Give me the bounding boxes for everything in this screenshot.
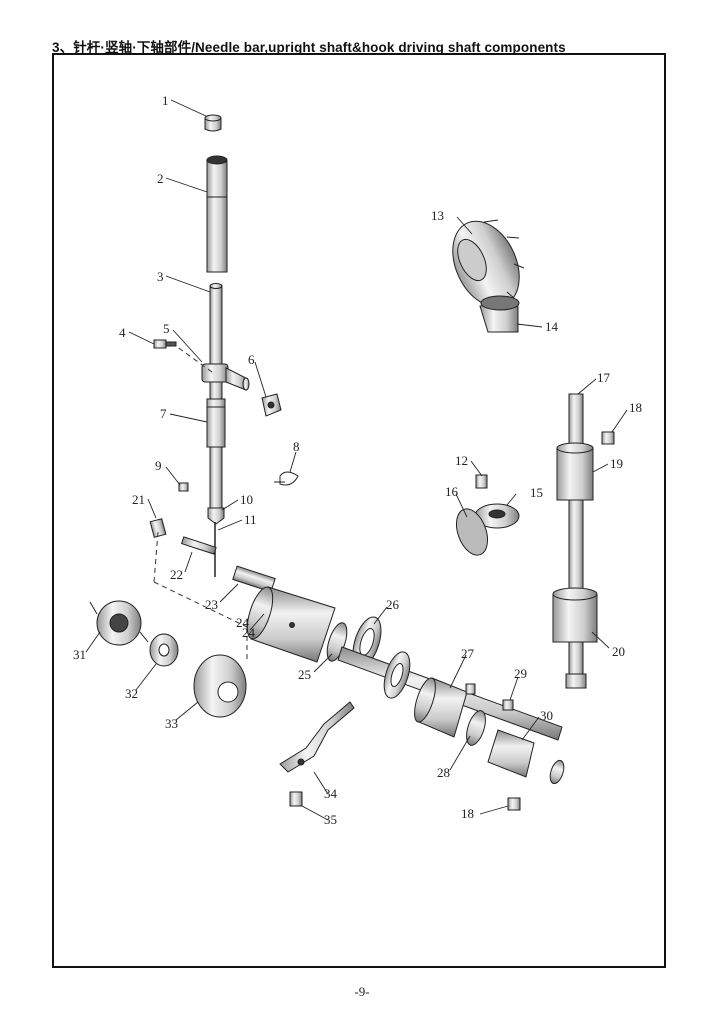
callout-1: 1 bbox=[162, 93, 169, 108]
part-8-thread-guide bbox=[274, 471, 299, 486]
callout-34: 34 bbox=[324, 786, 338, 801]
callout-19: 19 bbox=[610, 456, 623, 471]
part-14-pinion bbox=[479, 295, 520, 333]
part-3-needle-bar bbox=[209, 283, 223, 509]
callout-18-upper: 18 bbox=[629, 400, 642, 415]
callout-24-lower: 24 bbox=[236, 615, 250, 630]
callout-25: 25 bbox=[298, 667, 311, 682]
callout-3: 3 bbox=[157, 269, 164, 284]
callout-15: 15 bbox=[530, 485, 543, 500]
part-17-upright-shaft bbox=[565, 393, 587, 689]
part-13-bevel-gear bbox=[452, 219, 525, 308]
part-7-collar bbox=[206, 398, 226, 448]
section-title: 3、针杆·竖轴·下轴部件/Needle bar,upright shaft&ho… bbox=[52, 40, 566, 55]
part-6-block bbox=[261, 393, 282, 417]
part-22-pin bbox=[180, 536, 217, 555]
part-30-end-bushing bbox=[487, 729, 565, 785]
callout-18-lower: 18 bbox=[461, 806, 474, 821]
parts-diagram-frame: 1 2 3 4 5 6 7 8 9 10 11 12 13 14 15 16 1… bbox=[52, 53, 666, 968]
part-19-bushing bbox=[556, 442, 594, 501]
callout-26: 26 bbox=[386, 597, 400, 612]
page-number: -9- bbox=[354, 984, 370, 999]
part-5-clamp bbox=[201, 363, 250, 391]
callout-16: 16 bbox=[445, 484, 459, 499]
callout-13: 13 bbox=[431, 208, 444, 223]
callout-20: 20 bbox=[612, 644, 625, 659]
callout-33: 33 bbox=[165, 716, 178, 731]
callout-6: 6 bbox=[248, 352, 255, 367]
part-23-shaft bbox=[232, 565, 276, 593]
part-2-sleeve bbox=[206, 155, 228, 273]
part-4-screw bbox=[153, 339, 177, 349]
callout-11: 11 bbox=[244, 512, 257, 527]
callout-2: 2 bbox=[157, 171, 164, 186]
callout-23: 23 bbox=[205, 597, 218, 612]
callout-5: 5 bbox=[163, 321, 170, 336]
part-20-bushing bbox=[552, 587, 598, 643]
callout-12: 12 bbox=[455, 453, 468, 468]
part-28-collar bbox=[466, 710, 486, 746]
part-12-screw bbox=[475, 474, 488, 489]
callout-31: 31 bbox=[73, 647, 86, 662]
exploded-parts-diagram: 1 2 3 4 5 6 7 8 9 10 11 12 13 14 15 16 1… bbox=[73, 93, 642, 827]
callout-14: 14 bbox=[545, 319, 559, 334]
part-1-cap bbox=[204, 114, 222, 132]
callout-22: 22 bbox=[170, 567, 183, 582]
part-32-bobbin bbox=[149, 633, 179, 667]
part-10-needle-clamp bbox=[207, 507, 225, 525]
callout-9: 9 bbox=[155, 458, 162, 473]
callout-27: 27 bbox=[461, 646, 475, 661]
callout-32: 32 bbox=[125, 686, 138, 701]
part-27-sleeve bbox=[414, 677, 468, 738]
part-21-screw bbox=[149, 518, 167, 538]
part-29-screw bbox=[465, 683, 514, 711]
callout-7: 7 bbox=[160, 406, 167, 421]
part-34-lever bbox=[279, 701, 355, 773]
part-31-rotary-hook bbox=[89, 600, 149, 646]
callout-21: 21 bbox=[132, 492, 145, 507]
callout-29: 29 bbox=[514, 666, 527, 681]
part-35-screw bbox=[289, 791, 303, 807]
bearing-b bbox=[383, 651, 411, 699]
callout-30: 30 bbox=[540, 708, 553, 723]
callout-28: 28 bbox=[437, 765, 450, 780]
callout-17: 17 bbox=[597, 370, 611, 385]
part-33-hook-base bbox=[193, 654, 247, 718]
part-25-spacer bbox=[326, 622, 348, 662]
callout-4: 4 bbox=[119, 325, 126, 340]
part-9-screw bbox=[178, 482, 189, 492]
callout-24: 24 bbox=[242, 625, 256, 640]
callout-10: 10 bbox=[240, 492, 253, 507]
part-18-screw-lower bbox=[507, 797, 521, 811]
callout-8: 8 bbox=[293, 439, 300, 454]
part-18-screw bbox=[601, 431, 615, 445]
callout-35: 35 bbox=[324, 812, 337, 827]
